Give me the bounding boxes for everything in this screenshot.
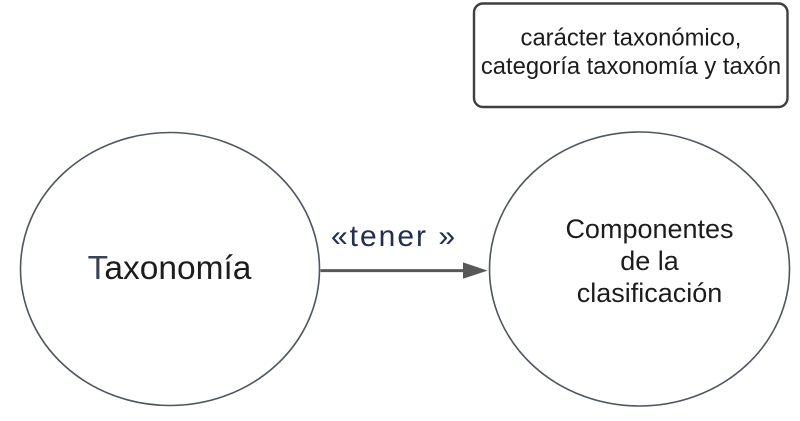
- svg-text:Componentes: Componentes: [565, 214, 733, 244]
- svg-text:clasificación: clasificación: [577, 278, 723, 308]
- svg-text:carácter taxonómico,: carácter taxonómico,: [521, 25, 742, 52]
- svg-text:de la: de la: [620, 246, 680, 276]
- svg-text:Taxonomía: Taxonomía: [88, 250, 252, 287]
- svg-text:categoría taxonomía y taxón: categoría taxonomía y taxón: [481, 53, 781, 80]
- svg-text:«tener »: «tener »: [331, 220, 457, 253]
